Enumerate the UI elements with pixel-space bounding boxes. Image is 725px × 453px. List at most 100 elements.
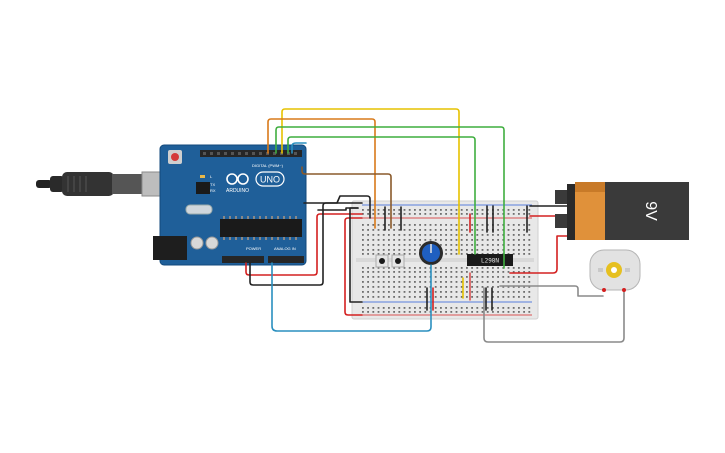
wire-red-rail-left[interactable] — [344, 217, 363, 316]
breadboard-hole — [450, 239, 453, 241]
breadboard-hole — [434, 276, 437, 278]
breadboard-hole — [372, 276, 375, 278]
breadboard-hole — [419, 291, 421, 293]
breadboard-hole — [388, 229, 390, 231]
l298n-chip: L298N — [467, 254, 513, 266]
breadboard-hole — [367, 291, 369, 293]
breadboard-hole — [382, 224, 385, 226]
breadboard-hole — [424, 296, 427, 298]
breadboard-hole — [497, 281, 499, 283]
breadboard-hole — [486, 311, 489, 313]
breadboard-hole — [393, 239, 395, 241]
breadboard-hole — [486, 249, 489, 251]
wire-blue-analog[interactable] — [271, 262, 432, 332]
breadboard-hole — [408, 271, 411, 273]
breadboard-hole — [414, 239, 416, 241]
dc-motor[interactable] — [589, 249, 641, 292]
breadboard-hole — [512, 291, 515, 293]
wire-gray-motor[interactable] — [499, 285, 604, 297]
breadboard-hole — [372, 224, 375, 226]
breadboard-hole — [367, 311, 369, 313]
breadboard-hole — [372, 209, 375, 211]
breadboard-hole — [408, 224, 411, 226]
breadboard-hole — [450, 229, 453, 231]
breadboard-hole — [377, 311, 380, 313]
breadboard-hole — [460, 253, 463, 255]
breadboard-hole — [398, 244, 401, 246]
wire-green-1[interactable] — [275, 126, 505, 269]
breadboard-hole — [512, 213, 515, 215]
wire-gray-motor-2[interactable] — [483, 287, 625, 343]
breadboard-hole — [434, 229, 437, 231]
wire-orange[interactable] — [267, 118, 376, 229]
chip-label: L298N — [481, 258, 499, 265]
breadboard-hole — [398, 213, 401, 215]
breadboard-hole — [450, 291, 453, 293]
breadboard-hole — [492, 286, 494, 288]
breadboard-hole — [497, 209, 499, 211]
breadboard-hole — [450, 249, 453, 251]
pushbutton-1[interactable] — [375, 254, 389, 268]
breadboard-hole — [440, 271, 442, 273]
breadboard-hole — [434, 209, 437, 211]
battery-9v[interactable]: 9V — [555, 182, 689, 240]
breadboard-hole — [502, 307, 505, 309]
breadboard-hole — [414, 229, 416, 231]
wire-black-gnd-top[interactable] — [303, 195, 371, 219]
arduino-board[interactable]: DIGITAL (PWM~) UNO ARDUINO L TX RX — [153, 144, 307, 266]
breadboard-hole — [492, 267, 494, 269]
breadboard-hole — [414, 296, 416, 298]
potentiometer[interactable] — [419, 241, 443, 265]
breadboard-hole — [382, 296, 385, 298]
breadboard-hole — [440, 224, 442, 226]
breadboard-hole — [523, 286, 525, 288]
breadboard-hole — [429, 209, 432, 211]
breadboard-hole — [502, 286, 505, 288]
breadboard-hole — [429, 213, 432, 215]
wire-red-to-battery[interactable] — [509, 235, 569, 274]
breadboard-hole — [403, 213, 406, 215]
breadboard-hole — [424, 209, 427, 211]
breadboard-hole — [528, 267, 531, 269]
wire-brown[interactable] — [301, 166, 392, 229]
breadboard-hole — [450, 307, 453, 309]
breadboard-hole — [377, 271, 380, 273]
wire-blue-short[interactable] — [291, 142, 307, 154]
breadboard-hole — [507, 286, 510, 288]
breadboard-hole — [466, 291, 468, 293]
breadboard-hole — [523, 209, 525, 211]
breadboard-hole — [466, 213, 468, 215]
wire-black-rail-left[interactable] — [349, 207, 363, 303]
breadboard-hole — [434, 296, 437, 298]
breadboard-hole — [466, 249, 468, 251]
breadboard-hole — [450, 271, 453, 273]
breadboard-hole — [440, 229, 442, 231]
breadboard-hole — [367, 296, 369, 298]
pushbutton-2[interactable] — [391, 254, 405, 268]
breadboard-hole — [398, 209, 401, 211]
breadboard-hole — [388, 209, 390, 211]
breadboard-hole — [419, 234, 421, 236]
breadboard-hole — [450, 234, 453, 236]
wire-green-2[interactable] — [287, 136, 476, 255]
breadboard-hole — [408, 209, 411, 211]
breadboard-hole — [367, 267, 369, 269]
breadboard-hole — [372, 281, 375, 283]
breadboard-hole — [393, 276, 395, 278]
wire-black-gnd[interactable] — [249, 202, 363, 286]
wire-red-5v[interactable] — [245, 213, 363, 276]
breadboard-hole — [528, 249, 531, 251]
atmega-chip — [220, 219, 302, 237]
breadboard-hole — [450, 276, 453, 278]
digital-label: DIGITAL (PWM~) — [252, 163, 284, 168]
wire-yellow[interactable] — [281, 108, 460, 255]
breadboard-hole — [408, 213, 411, 215]
capacitor-1 — [190, 236, 204, 250]
breadboard-hole — [481, 307, 484, 309]
breadboard-hole — [518, 307, 520, 309]
breadboard-hole — [460, 234, 463, 236]
breadboard-hole — [481, 253, 484, 255]
breadboard-hole — [403, 291, 406, 293]
breadboard-hole — [481, 249, 484, 251]
breadboard-hole — [481, 244, 484, 246]
